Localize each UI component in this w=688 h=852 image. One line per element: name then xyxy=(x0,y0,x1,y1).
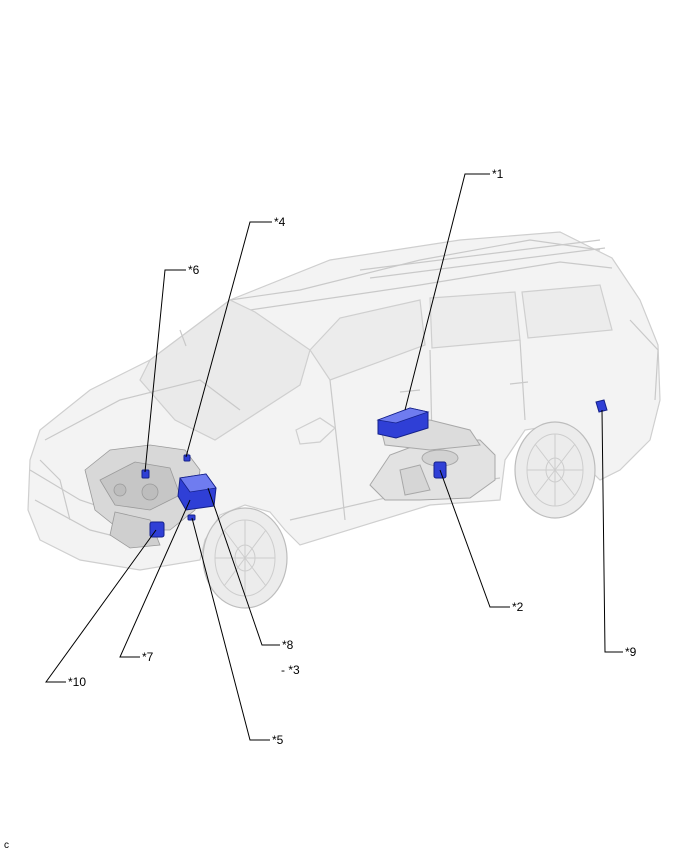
callout-7: *7 xyxy=(142,650,154,664)
component-8 xyxy=(177,473,217,511)
callout-6: *6 xyxy=(188,263,200,277)
leader-lines xyxy=(45,173,623,741)
leader-4 xyxy=(185,221,272,458)
callout-4: *4 xyxy=(274,215,286,229)
callout-1: *1 xyxy=(492,167,504,181)
callout-5: *5 xyxy=(272,733,284,747)
component-4 xyxy=(183,454,191,462)
component-5 xyxy=(187,514,196,521)
callout-3: - *3 xyxy=(281,663,300,677)
components xyxy=(141,399,608,538)
rear-wheel xyxy=(514,421,596,519)
callout-8: *8 xyxy=(282,638,294,652)
component-9 xyxy=(595,399,608,413)
footer-mark: c xyxy=(4,840,9,851)
front-wheel xyxy=(202,507,288,609)
leader-9 xyxy=(601,409,623,653)
leader-2 xyxy=(439,469,510,608)
callout-9: *9 xyxy=(625,645,637,659)
leader-7 xyxy=(119,499,191,658)
leader-8 xyxy=(207,487,280,646)
component-1 xyxy=(376,407,430,439)
leader-1 xyxy=(404,173,490,411)
callout-labels: *1 *2 - *3 *4 *5 *6 *7 *8 *9 *10 c xyxy=(4,167,637,851)
leader-5 xyxy=(191,517,270,741)
engine-assembly xyxy=(84,444,201,549)
callout-2: *2 xyxy=(512,600,524,614)
leader-10 xyxy=(45,529,157,683)
callout-10: *10 xyxy=(68,675,86,689)
leader-6 xyxy=(144,269,186,473)
